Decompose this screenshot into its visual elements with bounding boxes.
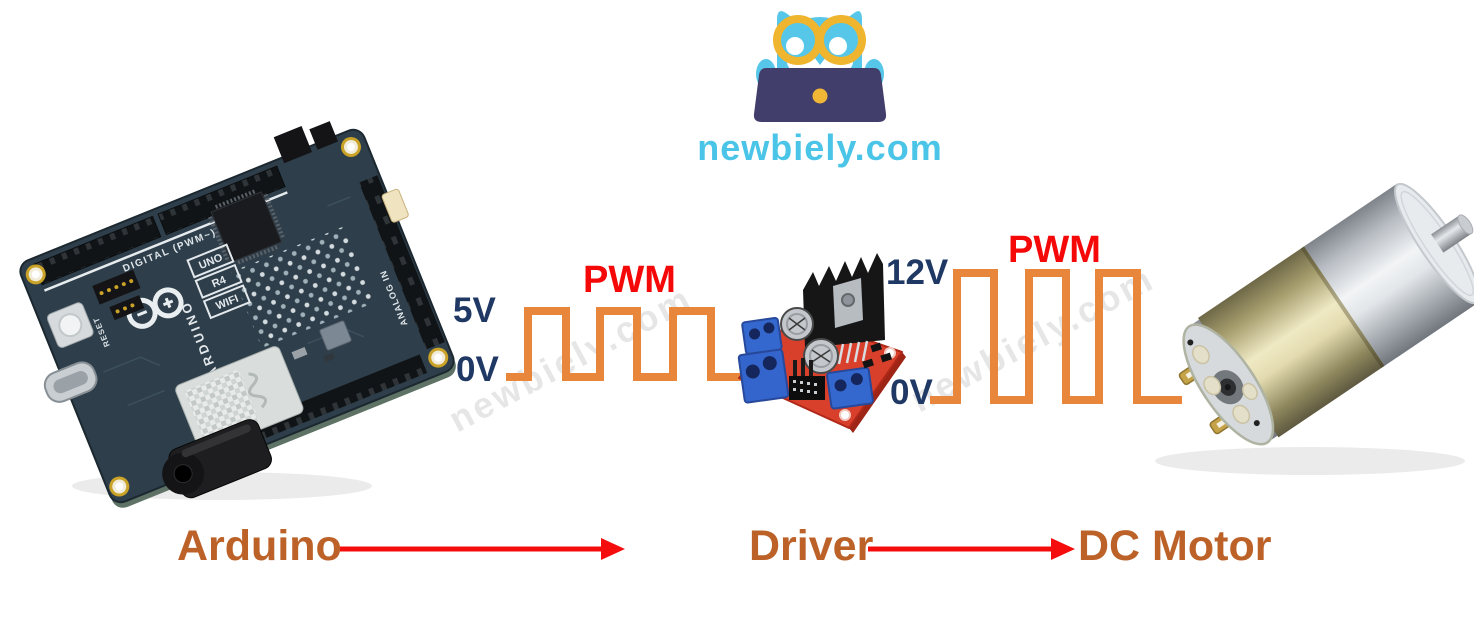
smd-component-3: [323, 352, 336, 363]
flow-step-arduino: Arduino: [177, 522, 342, 570]
signal1-low-label: 0V: [456, 350, 499, 389]
dc-motor-image: [1155, 183, 1474, 475]
flow-arrow-2: [868, 538, 1075, 560]
male-header-1: [273, 125, 313, 164]
signal2-high-label: 12V: [886, 253, 949, 292]
male-header-2: [309, 121, 338, 150]
driver-pcb-edge: [849, 352, 906, 433]
mcu-chip: [208, 188, 285, 265]
gold-pin-headers: [92, 269, 145, 321]
laptop-logo-dot: [812, 88, 828, 104]
jst-connector: [381, 188, 409, 223]
site-logo: newbiely.com: [690, 0, 950, 168]
arduino-board-image: DIGITAL (PWM~) ARDUINO: [19, 121, 456, 508]
barrel-jack: [162, 419, 272, 499]
mounting-holes: [25, 136, 449, 497]
flow-step-driver: Driver: [749, 522, 874, 570]
signal2-title: PWM: [1008, 229, 1101, 271]
smd-transistors: [862, 342, 892, 369]
usb-c-port: [43, 361, 98, 403]
led-matrix: [231, 226, 375, 349]
right-header: [358, 175, 445, 350]
owl-eye-right: [829, 37, 847, 55]
motor-shaft-end: [1457, 214, 1474, 235]
terminal-block-right: [826, 366, 874, 410]
smd-component-2: [291, 346, 308, 360]
analog-header: [224, 354, 428, 452]
motor-gearbox: [1304, 183, 1474, 366]
driver-pin-header: [789, 358, 825, 400]
heatsink-screw: [841, 293, 855, 307]
flow-arrow-1-head: [601, 538, 625, 560]
reset-button: [46, 302, 94, 348]
owl-mascot-icon: [753, 11, 887, 122]
driver-board-image: [737, 253, 906, 433]
signal1-high-label: 5V: [453, 291, 496, 330]
owl-eye-left: [786, 37, 804, 55]
smd-component: [319, 320, 352, 351]
signal1-title: PWM: [583, 259, 676, 301]
motor-body: [1197, 246, 1385, 438]
flow-arrow-2-head: [1051, 538, 1075, 560]
capacitor-1: [780, 307, 814, 341]
heatsink: [803, 253, 885, 348]
model-label-r4: R4: [210, 274, 228, 291]
motor-rear-details: [1187, 339, 1260, 427]
flow-arrow-1: [340, 538, 625, 560]
motor-shadow: [1155, 447, 1465, 475]
motor-body-seam: [1300, 245, 1387, 369]
flow-step-dc-motor: DC Motor: [1078, 522, 1272, 570]
signal2-low-label: 0V: [890, 373, 933, 412]
site-name: newbiely.com: [697, 127, 943, 168]
